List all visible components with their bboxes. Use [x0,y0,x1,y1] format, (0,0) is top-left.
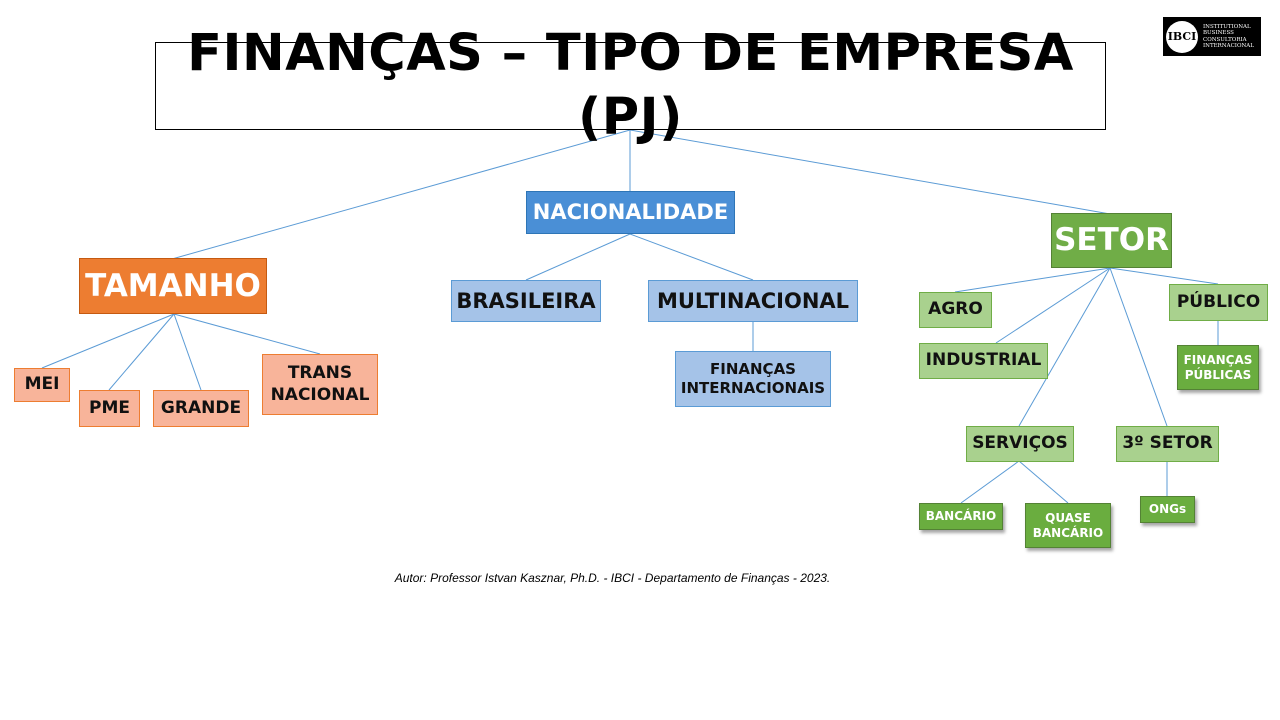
node-trans-nacional: TRANS NACIONAL [262,354,378,415]
node-pme: PME [79,390,140,427]
node-tamanho: TAMANHO [79,258,267,314]
node-nacionalidade: NACIONALIDADE [526,191,735,234]
ibci-logo: IBCI INSTITUTIONAL BUSINESS CONSULTORIA … [1163,17,1261,56]
author-footer: Autor: Professor Istvan Kasznar, Ph.D. -… [394,571,831,585]
node-ongs: ONGs [1140,496,1195,523]
logo-text: INSTITUTIONAL BUSINESS CONSULTORIA INTER… [1203,23,1254,49]
page-title: FINANÇAS – TIPO DE EMPRESA (PJ) [155,24,1106,147]
node-multinacional: MULTINACIONAL [648,280,858,322]
node-grande: GRANDE [153,390,249,427]
node-servicos: SERVIÇOS [966,426,1074,462]
node-agro: AGRO [919,292,992,328]
node-bancario: BANCÁRIO [919,503,1003,530]
node-quase-bancario: QUASE BANCÁRIO [1025,503,1111,548]
node-financas-internacionais: FINANÇAS INTERNACIONAIS [675,351,831,407]
node-publico: PÚBLICO [1169,284,1268,321]
node-industrial: INDUSTRIAL [919,343,1048,379]
node-mei: MEI [14,368,70,402]
node-terceiro-setor: 3º SETOR [1116,426,1219,462]
ibci-seal-icon: IBCI [1166,20,1198,53]
node-financas-publicas: FINANÇAS PÚBLICAS [1177,345,1259,390]
node-setor: SETOR [1051,213,1172,268]
node-brasileira: BRASILEIRA [451,280,601,322]
